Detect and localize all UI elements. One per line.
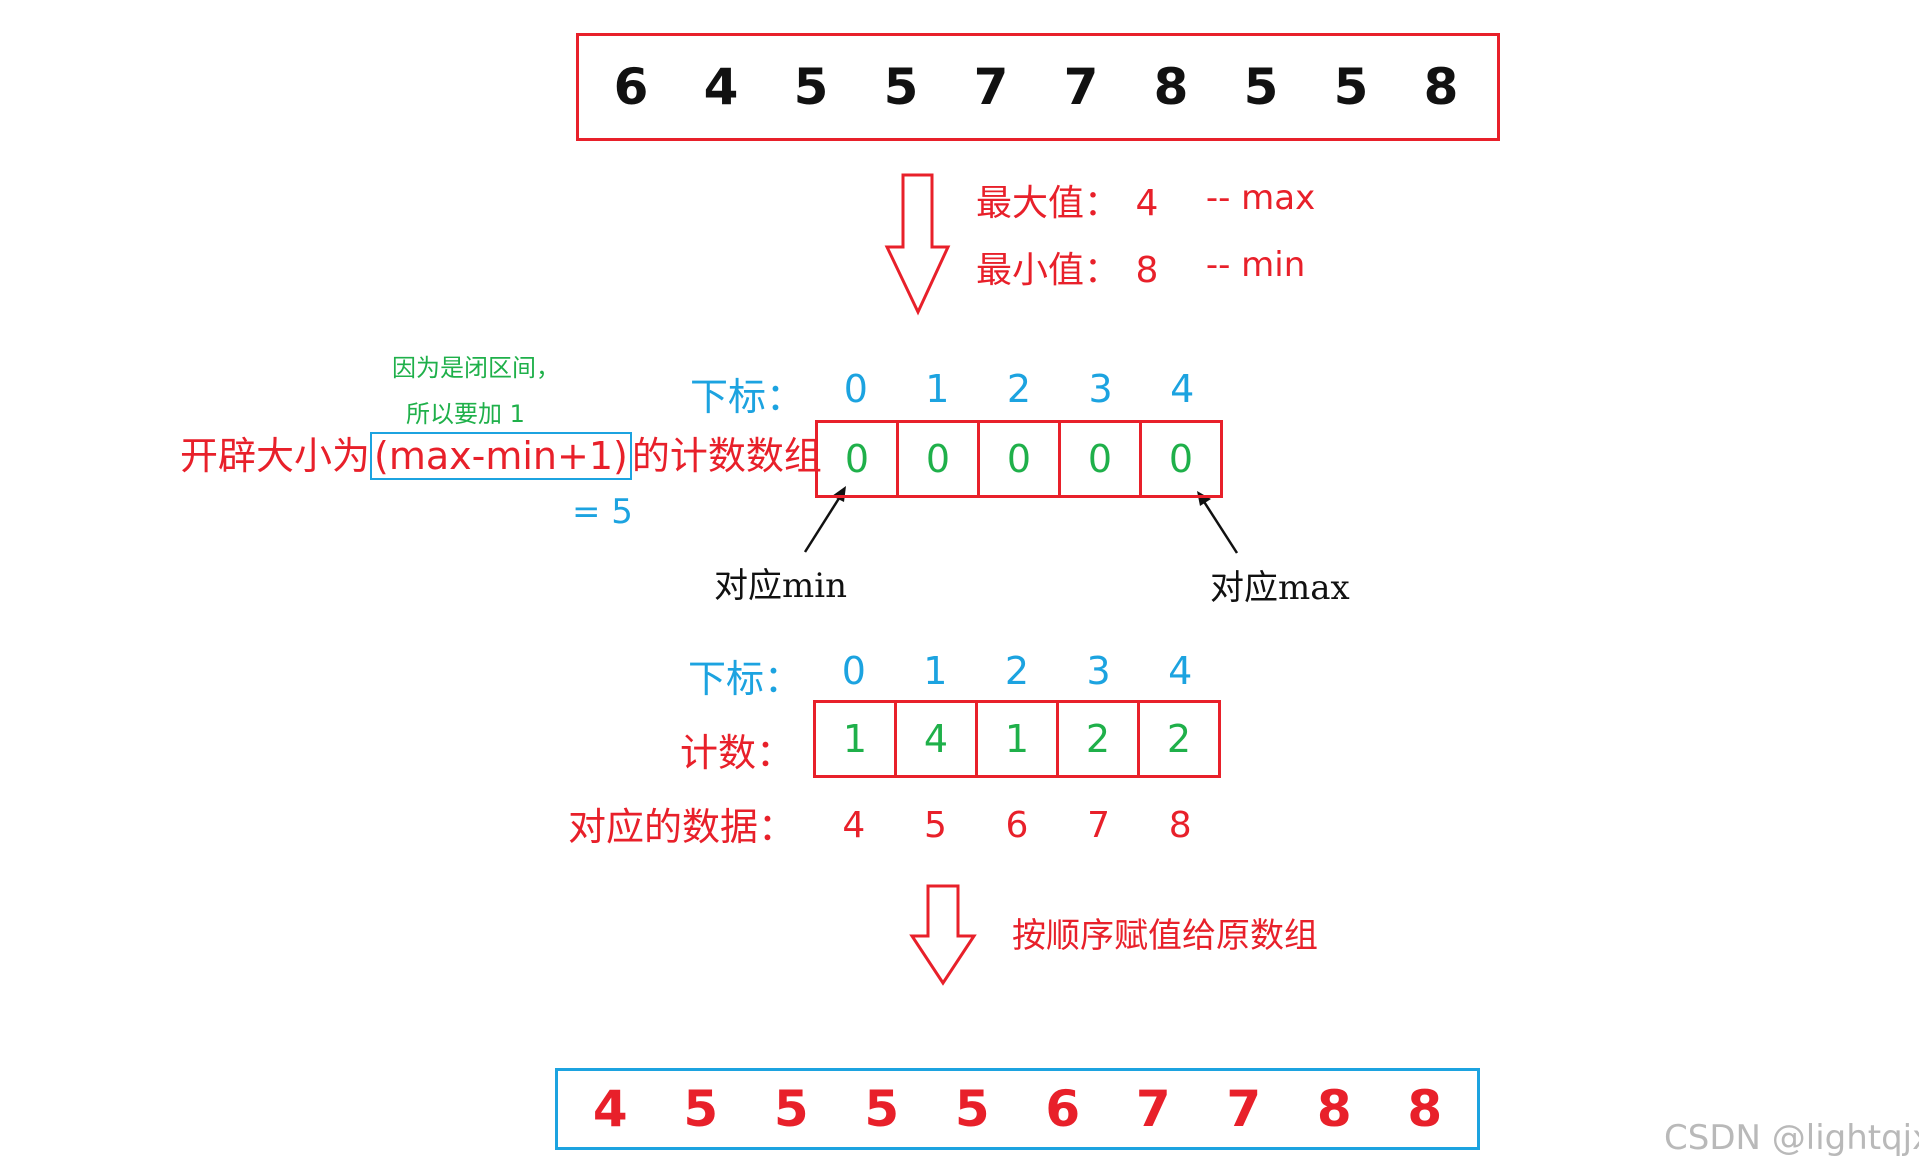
- input-array-value: 5: [793, 58, 829, 116]
- input-array-value: 7: [973, 58, 1009, 116]
- data-value: 7: [1087, 804, 1111, 846]
- sorted-array-value: 5: [683, 1080, 719, 1138]
- assign-note: 按顺序赋值给原数组: [1012, 916, 1318, 956]
- index-value: 3: [1086, 649, 1111, 693]
- allocate-prefix: 开辟大小为: [180, 434, 371, 478]
- min-label: 最小值：: [976, 250, 1121, 291]
- index-label: 下标：: [690, 375, 805, 419]
- index-value: 0: [843, 367, 868, 411]
- input-array-value: 7: [1063, 58, 1099, 116]
- input-array-value: 8: [1153, 58, 1189, 116]
- cell-value: 0: [844, 437, 870, 481]
- pointer-arrow-max: [1199, 496, 1239, 554]
- array-cell: 2: [1140, 700, 1221, 778]
- sorted-array-value: 5: [864, 1080, 900, 1138]
- cell-value: 0: [1006, 437, 1032, 481]
- input-array-value: 5: [883, 58, 919, 116]
- data-value: 6: [1005, 804, 1029, 846]
- input-array-value: 4: [703, 58, 739, 116]
- data-value: 8: [1168, 804, 1192, 846]
- array-cell: 0: [899, 420, 980, 498]
- min-value: 8: [1135, 250, 1159, 291]
- input-array-value: 5: [1333, 58, 1369, 116]
- max-value: 4: [1135, 183, 1159, 224]
- sorted-array: 4 5 5 5 5 6 7 7 8 8: [565, 1068, 1470, 1150]
- array-cell: 0: [1142, 420, 1223, 498]
- array-cell: 0: [1061, 420, 1142, 498]
- array-cell: 1: [978, 700, 1059, 778]
- array-cell: 4: [897, 700, 978, 778]
- array-cell: 0: [815, 420, 899, 498]
- corresponds-max-label: 对应max: [1210, 568, 1350, 608]
- data-label: 对应的数据：: [568, 805, 797, 849]
- index-value: 3: [1088, 367, 1113, 411]
- allocate-result: = 5: [572, 492, 633, 532]
- array-cell: 2: [1059, 700, 1140, 778]
- input-array-value: 6: [613, 58, 649, 116]
- input-array-value: 5: [1243, 58, 1279, 116]
- index-row: 0 1 2 3 4: [815, 364, 1223, 414]
- data-value: 5: [923, 804, 947, 846]
- cell-value: 1: [1004, 717, 1030, 761]
- min-note: -- min: [1205, 245, 1306, 285]
- pointer-arrow-min: [803, 491, 845, 553]
- sorted-array-box: [555, 1068, 1480, 1150]
- cell-value: 2: [1166, 717, 1192, 761]
- closed-interval-note-line2: 所以要加 1: [406, 400, 525, 428]
- down-arrow-icon: [909, 884, 977, 986]
- corresponds-min-label: 对应min: [714, 566, 848, 606]
- index-value: 4: [1168, 649, 1193, 693]
- index-value: 1: [925, 367, 950, 411]
- count-array: 1 4 1 2 2: [813, 700, 1221, 778]
- input-array-value: 8: [1423, 58, 1459, 116]
- index-value: 4: [1170, 367, 1195, 411]
- sorted-array-value: 7: [1226, 1080, 1262, 1138]
- allocate-suffix: 的计数数组: [631, 434, 822, 478]
- cell-value: 2: [1085, 717, 1111, 761]
- closed-interval-note-line1: 因为是闭区间，: [392, 354, 560, 382]
- index-value: 2: [1006, 367, 1032, 411]
- data-values-row: 4 5 6 7 8: [813, 800, 1221, 850]
- sorted-array-value: 8: [1316, 1080, 1352, 1138]
- arrowhead-icon: [1197, 491, 1211, 506]
- sorted-array-value: 5: [773, 1080, 809, 1138]
- max-line: 最大值： 4 -- max: [976, 174, 1315, 226]
- sorted-array-value: 4: [592, 1080, 628, 1138]
- input-array-box: [576, 33, 1500, 141]
- sorted-array-value: 8: [1407, 1080, 1443, 1138]
- cell-value: 4: [923, 717, 949, 761]
- down-arrow-icon: [884, 173, 951, 316]
- array-cell: 1: [813, 700, 897, 778]
- index-value: 1: [923, 649, 948, 693]
- index-row: 0 1 2 3 4: [813, 646, 1221, 696]
- allocate-formula: (max-min+1): [370, 432, 632, 480]
- index-value: 0: [841, 649, 866, 693]
- cell-value: 0: [925, 437, 951, 481]
- cell-value: 1: [842, 717, 868, 761]
- arrowhead-icon: [832, 486, 846, 502]
- sorted-array-value: 5: [954, 1080, 990, 1138]
- index-value: 2: [1004, 649, 1030, 693]
- allocate-sentence: 开辟大小为(max-min+1)的计数数组: [180, 432, 822, 480]
- sorted-array-value: 6: [1045, 1080, 1081, 1138]
- max-label: 最大值：: [976, 183, 1121, 224]
- data-value: 4: [842, 804, 866, 846]
- array-cell: 0: [980, 420, 1061, 498]
- sorted-array-value: 7: [1135, 1080, 1171, 1138]
- index-label: 下标：: [688, 657, 803, 701]
- cell-value: 0: [1087, 437, 1113, 481]
- max-note: -- max: [1205, 178, 1316, 218]
- min-line: 最小值： 8 -- min: [976, 241, 1305, 293]
- cell-value: 0: [1168, 437, 1194, 481]
- watermark: CSDN @lightqjx: [1664, 1118, 1919, 1158]
- input-array: 6 4 5 5 7 7 8 5 5 8: [586, 33, 1486, 141]
- initial-count-array: 0 0 0 0 0: [815, 420, 1223, 498]
- count-label: 计数：: [680, 731, 795, 775]
